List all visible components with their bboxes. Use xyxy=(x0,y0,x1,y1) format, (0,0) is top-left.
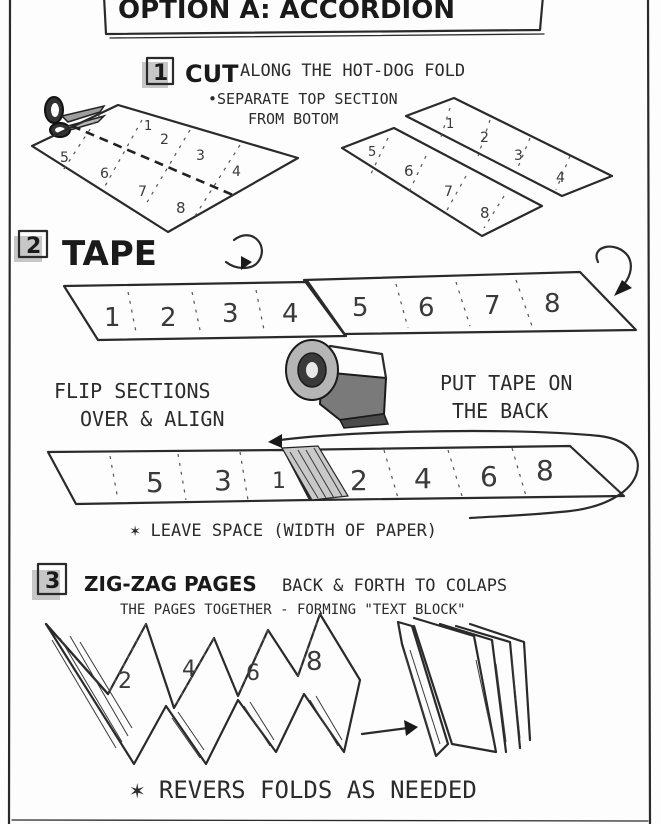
step-3-number-box: 3 xyxy=(32,564,66,600)
step-2-number: 2 xyxy=(26,234,41,259)
rotate-arrow-icon xyxy=(596,247,632,296)
tape-strip-number-6: 6 xyxy=(418,293,435,323)
step-3-heading: ZIG-ZAG PAGES xyxy=(84,572,257,596)
step-1-instruction: ALONG THE HOT-DOG FOLD xyxy=(240,61,465,81)
zigzag-pages: 2 4 6 8 xyxy=(46,614,360,764)
strip-number-6: 6 xyxy=(404,162,414,180)
joined-number-3: 3 xyxy=(214,464,232,497)
sheet-number-2: 2 xyxy=(160,132,169,148)
joined-number-8: 8 xyxy=(536,454,554,487)
strip-number-3: 3 xyxy=(514,148,523,164)
arrow-right-icon xyxy=(362,720,418,736)
leave-space-note: ✶ LEAVE SPACE (WIDTH OF PAPER) xyxy=(130,521,437,541)
strip-number-7: 7 xyxy=(444,184,453,200)
joined-number-4: 4 xyxy=(414,462,432,495)
strip-number-2: 2 xyxy=(480,130,489,146)
step-3-instruction: BACK & FORTH TO COLAPS xyxy=(282,576,507,596)
reverse-folds-note: ✶ REVERS FOLDS AS NEEDED xyxy=(130,776,477,804)
flip-instruction-line1: FLIP SECTIONS xyxy=(54,379,211,403)
step-1-number: 1 xyxy=(153,61,168,86)
joined-strip: 5 3 1 2 4 6 8 xyxy=(48,446,624,504)
step-1-subnote-line1: •SEPARATE TOP SECTION xyxy=(208,90,398,108)
strip-number-8: 8 xyxy=(480,204,490,222)
joined-number-2: 2 xyxy=(350,464,368,497)
tape-strip-left: 1 2 3 4 xyxy=(64,282,346,340)
sheet-number-7: 7 xyxy=(138,184,147,200)
step-3: 3 ZIG-ZAG PAGES BACK & FORTH TO COLAPS T… xyxy=(32,564,530,804)
tape-strip-number-3: 3 xyxy=(222,299,239,329)
tape-strip-number-8: 8 xyxy=(544,289,561,319)
step-1-number-box: 1 xyxy=(142,58,173,88)
tape-dispenser-icon xyxy=(286,340,388,428)
sheet-number-1: 1 xyxy=(144,119,152,134)
sheet-number-8: 8 xyxy=(176,199,186,217)
step-3-number: 3 xyxy=(45,569,60,594)
step-1: 1 CUT ALONG THE HOT-DOG FOLD •SEPARATE T… xyxy=(32,58,612,236)
rotate-arrow-icon xyxy=(226,235,262,270)
strip-number-5: 5 xyxy=(368,145,376,160)
page-title: OPTION A: ACCORDION xyxy=(118,0,455,25)
zigzag-page-number-4: 4 xyxy=(182,657,196,682)
zigzag-hatching xyxy=(52,636,342,758)
title-box: OPTION A: ACCORDION xyxy=(104,0,544,38)
cut-strip-top: 1 2 3 4 xyxy=(406,98,612,196)
tape-instruction-line2: THE BACK xyxy=(452,399,548,423)
tape-strip-number-2: 2 xyxy=(160,303,177,333)
step-2: 2 TAPE 1 2 3 4 5 6 xyxy=(14,231,638,541)
step-1-subnote-line2: FROM BOTOM xyxy=(248,110,338,128)
step-2-number-box: 2 xyxy=(14,231,47,262)
sheet-number-6: 6 xyxy=(100,166,109,182)
joined-number-1: 1 xyxy=(272,469,286,494)
text-block xyxy=(398,618,530,756)
zigzag-page-number-6: 6 xyxy=(246,661,260,686)
cut-strip-bottom: 5 6 7 8 xyxy=(342,128,542,236)
step-1-heading: CUT xyxy=(185,60,239,88)
tape-strip-right: 5 6 7 8 xyxy=(304,272,636,334)
tape-strip-number-4: 4 xyxy=(282,299,299,329)
joined-number-6: 6 xyxy=(480,460,498,493)
tape-strip-number-7: 7 xyxy=(484,291,501,321)
strip-number-1: 1 xyxy=(446,117,454,132)
step-2-heading: TAPE xyxy=(62,234,157,274)
zigzag-page-number-2: 2 xyxy=(118,669,132,694)
sheet-number-5: 5 xyxy=(60,150,69,166)
sheet-number-3: 3 xyxy=(196,148,205,164)
tape-strip-number-5: 5 xyxy=(352,293,369,323)
step-3-instruction-line2: THE PAGES TOGETHER - FORMING "TEXT BLOCK… xyxy=(120,602,466,618)
flip-instruction-line2: OVER & ALIGN xyxy=(80,407,225,431)
zigzag-page-number-8: 8 xyxy=(306,647,323,677)
sheet-number-4: 4 xyxy=(232,164,241,180)
joined-number-5: 5 xyxy=(146,466,164,499)
tape-strip-number-1: 1 xyxy=(104,303,121,333)
tape-instruction-line1: PUT TAPE ON xyxy=(440,371,572,395)
strip-number-4: 4 xyxy=(556,170,565,186)
